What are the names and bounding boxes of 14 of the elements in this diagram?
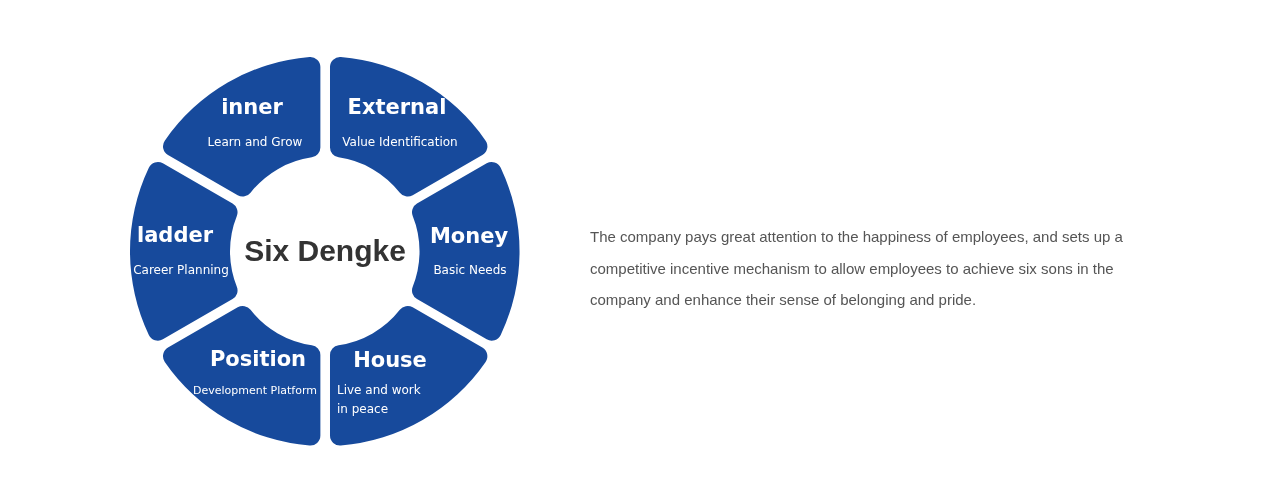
segment-title: ladder [137,223,213,247]
segment-subtitle: Development Platform [193,383,317,397]
center-title: Six Dengke [244,234,406,268]
segment-subtitle: Basic Needs [433,263,507,277]
segment-subtitle: Live and work in peace [337,382,422,418]
segment-title: Position [209,347,307,371]
segment-subtitle: Value Identification [342,135,458,149]
segment-title: Money [429,224,509,248]
segment-title: External [347,95,447,119]
segment-title: inner [221,95,283,119]
segment-subtitle: Career Planning [133,263,229,277]
segment-subtitle: Learn and Grow [207,135,303,149]
description-paragraph: The company pays great attention to the happiness of employees, and sets up a competitive incentive mechanism to allow employees to achieve six sons in the company and enhance their sense of belonging and pride. [590,227,1124,310]
segment-title: House [353,348,427,372]
